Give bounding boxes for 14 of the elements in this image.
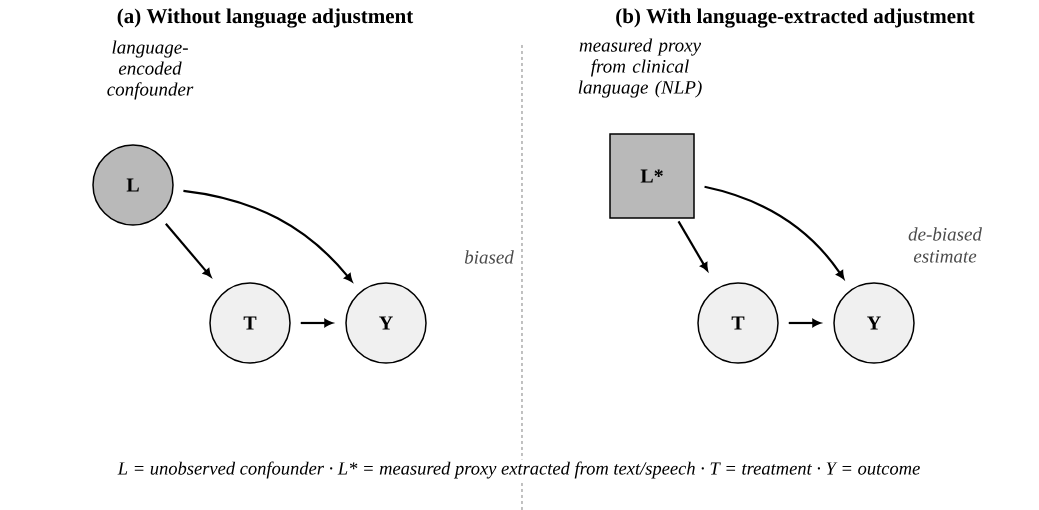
node-square: L* (609, 133, 695, 219)
outcome-annotation: biased (464, 250, 514, 264)
caption: L = unobserved confounder · L* = measured proxy extracted from text/speech · T = treatment · Y = outcome (115, 459, 923, 481)
outcome-annotation: de-biased estimate (908, 227, 982, 263)
arrow (704, 185, 845, 280)
arrow (788, 319, 821, 327)
node-annotation: language-encoded confounder (107, 40, 194, 100)
arrow (300, 319, 333, 327)
arrow (677, 220, 709, 271)
panel-title: (a) Without language adjustment (117, 8, 414, 28)
arrow (183, 189, 353, 282)
arrow (165, 223, 212, 278)
node-annotation: measured proxy from clinical language (NLP) (578, 38, 702, 98)
panel-title: (b) With language-extracted adjustment (616, 8, 975, 28)
